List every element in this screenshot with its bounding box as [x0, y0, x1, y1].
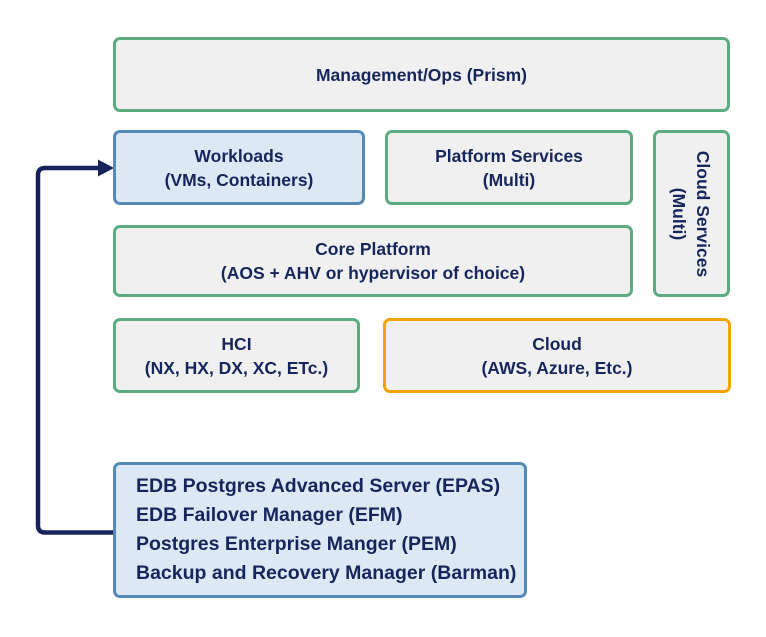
- arrowhead-icon: [98, 159, 114, 177]
- box-cloud-subtitle: (AWS, Azure, Etc.): [481, 357, 633, 378]
- edb-stack-line: Postgres Enterprise Manger (PEM): [136, 533, 457, 555]
- box-core-platform: Core Platform (AOS + AHV or hypervisor o…: [113, 225, 633, 297]
- box-workloads-title: Workloads: [194, 145, 284, 166]
- box-hci-title: HCI: [221, 333, 252, 354]
- edb-stack-line: EDB Postgres Advanced Server (EPAS): [136, 475, 501, 497]
- box-platform-services-subtitle: (Multi): [482, 169, 536, 190]
- box-workloads: Workloads (VMs, Containers): [113, 130, 365, 205]
- edb-stack-line: Backup and Recovery Manager (Barman): [136, 562, 517, 584]
- box-hci: HCI (NX, HX, DX, XC, ETc.): [113, 318, 360, 393]
- box-cloud-services-subtitle: (Multi): [669, 187, 690, 240]
- box-cloud: Cloud (AWS, Azure, Etc.): [383, 318, 731, 393]
- box-cloud-title: Cloud: [532, 333, 582, 354]
- box-hci-subtitle: (NX, HX, DX, XC, ETc.): [144, 357, 329, 378]
- box-management-ops: Management/Ops (Prism): [113, 37, 730, 112]
- box-platform-services: Platform Services (Multi): [385, 130, 633, 205]
- box-edb-stack: EDB Postgres Advanced Server (EPAS) EDB …: [113, 462, 527, 598]
- box-cloud-services-title: Cloud Services: [693, 150, 714, 277]
- box-cloud-services: Cloud Services (Multi): [653, 130, 730, 297]
- box-management-ops-label: Management/Ops (Prism): [315, 64, 528, 85]
- box-core-platform-title: Core Platform: [315, 239, 431, 259]
- box-platform-services-title: Platform Services: [435, 145, 583, 166]
- box-cloud-services-label: Cloud Services (Multi): [668, 150, 716, 276]
- box-core-platform-subtitle: (AOS + AHV or hypervisor of choice): [220, 263, 526, 283]
- edb-stack-line: EDB Failover Manager (EFM): [136, 504, 403, 526]
- box-workloads-subtitle: (VMs, Containers): [164, 169, 314, 190]
